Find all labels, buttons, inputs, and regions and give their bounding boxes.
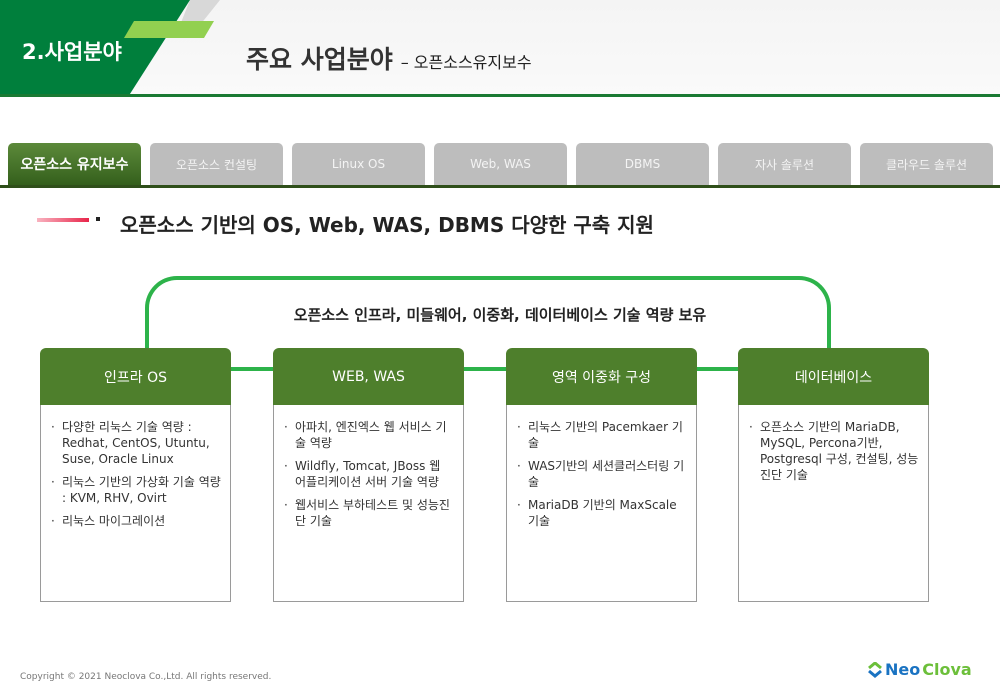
list-item: 다양한 리눅스 기술 역량 : Redhat, CentOS, Utuntu, …	[51, 419, 222, 467]
list-item: 웹서비스 부하테스트 및 성능진단 기술	[284, 497, 455, 529]
list-item: 오픈소스 기반의 MariaDB, MySQL, Percona기반, Post…	[749, 419, 920, 483]
logo-neo: Neo	[885, 660, 921, 679]
tab-dbms[interactable]: DBMS	[576, 143, 709, 185]
page-title: 주요 사업분야 – 오픈소스유지보수	[246, 40, 532, 76]
tab-divider	[0, 185, 1000, 188]
connector-arc	[145, 276, 831, 366]
logo-icon	[868, 661, 882, 678]
connector-line	[230, 367, 740, 371]
list-item: MariaDB 기반의 MaxScale 기술	[517, 497, 688, 529]
arc-label: 오픈소스 인프라, 미들웨어, 이중화, 데이터베이스 기술 역량 보유	[293, 306, 707, 324]
tab-own-solution[interactable]: 자사 솔루션	[718, 143, 851, 185]
page-subtitle: – 오픈소스유지보수	[400, 53, 532, 72]
logo-clova: Clova	[922, 660, 972, 679]
list-item: 리눅스 마이그레이션	[51, 513, 222, 529]
card-title: 인프라 OS	[40, 348, 231, 405]
header-divider	[0, 94, 1000, 97]
tab-opensource-consulting[interactable]: 오픈소스 컨설팅	[150, 143, 283, 185]
section-heading: 오픈소스 기반의 OS, Web, WAS, DBMS 다양한 구축 지원	[120, 213, 654, 237]
card-body: 다양한 리눅스 기술 역량 : Redhat, CentOS, Utuntu, …	[40, 405, 231, 602]
heading-bullet	[96, 217, 100, 221]
card-title: 영역 이중화 구성	[506, 348, 697, 405]
heading-accent-line	[37, 218, 89, 222]
copyright: Copyright © 2021 Neoclova Co.,Ltd. All r…	[20, 672, 272, 682]
list-item: WAS기반의 세션클러스터링 기술	[517, 458, 688, 490]
tab-opensource-maintenance[interactable]: 오픈소스 유지보수	[8, 143, 141, 185]
header-accent-bar	[124, 21, 214, 38]
tab-linux-os[interactable]: Linux OS	[292, 143, 425, 185]
card-title: WEB, WAS	[273, 348, 464, 405]
page-title-main: 주요 사업분야	[246, 45, 393, 74]
list-item: 리눅스 기반의 가상화 기술 역량 : KVM, RHV, Ovirt	[51, 474, 222, 506]
list-item: 아파치, 엔진엑스 웹 서비스 기술 역량	[284, 419, 455, 451]
tab-web-was[interactable]: Web, WAS	[434, 143, 567, 185]
tab-bar: 오픈소스 유지보수 오픈소스 컨설팅 Linux OS Web, WAS DBM…	[8, 143, 993, 185]
card-body: 오픈소스 기반의 MariaDB, MySQL, Percona기반, Post…	[738, 405, 929, 602]
card-body: 리눅스 기반의 Pacemkaer 기술 WAS기반의 세션클러스터링 기술 M…	[506, 405, 697, 602]
tab-cloud-solution[interactable]: 클라우드 솔루션	[860, 143, 993, 185]
card-database: 데이터베이스 오픈소스 기반의 MariaDB, MySQL, Percona기…	[738, 348, 929, 602]
section-label: 2.사업분야	[22, 40, 122, 64]
card-body: 아파치, 엔진엑스 웹 서비스 기술 역량 Wildfly, Tomcat, J…	[273, 405, 464, 602]
card-title: 데이터베이스	[738, 348, 929, 405]
list-item: Wildfly, Tomcat, JBoss 웹 어플리케이션 서버 기술 역량	[284, 458, 455, 490]
card-redundancy: 영역 이중화 구성 리눅스 기반의 Pacemkaer 기술 WAS기반의 세션…	[506, 348, 697, 602]
card-infra-os: 인프라 OS 다양한 리눅스 기술 역량 : Redhat, CentOS, U…	[40, 348, 231, 602]
card-web-was: WEB, WAS 아파치, 엔진엑스 웹 서비스 기술 역량 Wildfly, …	[273, 348, 464, 602]
list-item: 리눅스 기반의 Pacemkaer 기술	[517, 419, 688, 451]
